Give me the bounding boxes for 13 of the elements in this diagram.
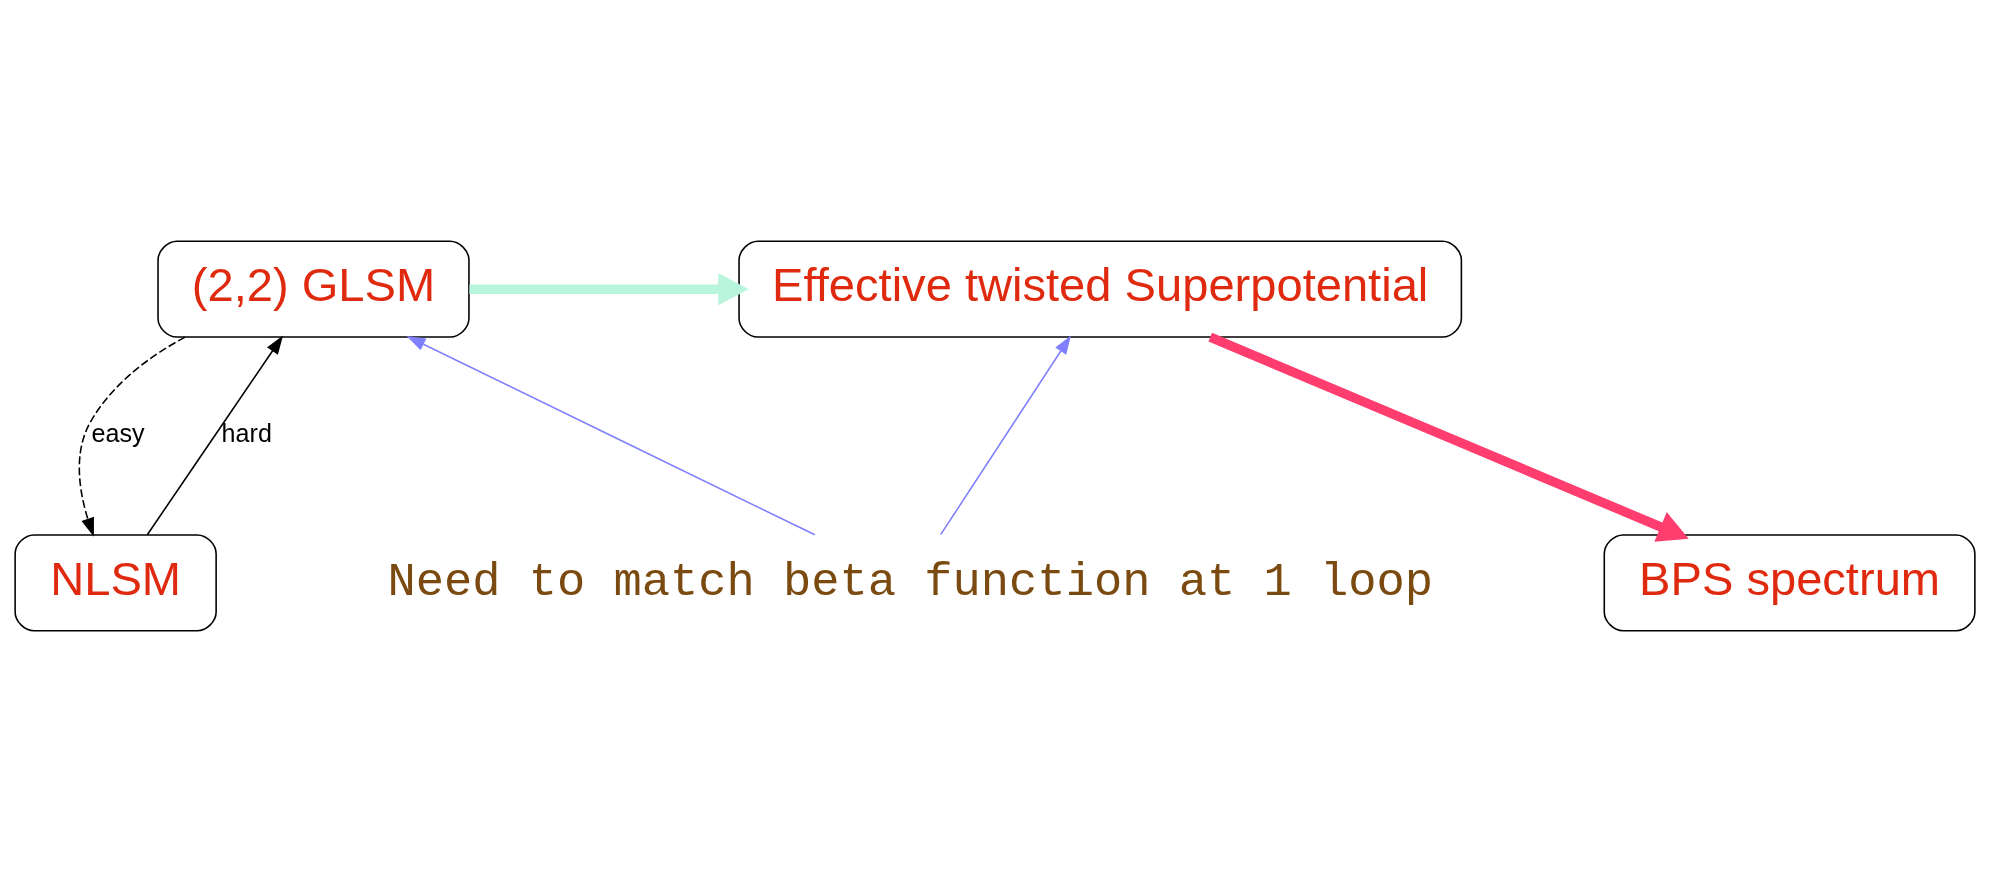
arrow [1208, 332, 1689, 542]
node-box: NLSM [14, 533, 217, 631]
arrow [146, 334, 284, 535]
arrow [78, 335, 186, 537]
edge-label: hard [221, 418, 272, 447]
node-box: Effective twisted Superpotential [738, 240, 1463, 338]
edge-label: easy [91, 418, 145, 447]
arrow [406, 335, 816, 536]
node-box: BPS spectrum [1603, 533, 1976, 631]
arrow [939, 334, 1071, 535]
node-box: (2,2) GLSM [157, 240, 470, 338]
node-text: Need to match beta function at 1 loop [387, 555, 1434, 609]
arrow [469, 272, 749, 305]
